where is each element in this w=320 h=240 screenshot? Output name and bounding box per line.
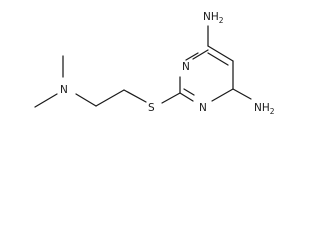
amine-group-top: NH2 bbox=[203, 11, 224, 25]
bond-c2-n1-double bbox=[183, 88, 195, 96]
bond-ch2-n bbox=[75, 93, 97, 107]
bond-c2-s bbox=[161, 92, 181, 104]
amine-bottom-h: H bbox=[262, 102, 270, 114]
ring-nitrogen-lower: N bbox=[199, 102, 207, 114]
amine-group-bottom: NH2 bbox=[254, 102, 275, 116]
bond-c5-c4-double bbox=[207, 52, 229, 66]
bond-c4-n3 bbox=[192, 49, 209, 60]
bond-n-methyl-left bbox=[34, 93, 58, 108]
bond-s-ch2 bbox=[123, 89, 147, 103]
bond-n3-c4-double bbox=[185, 52, 199, 61]
amine-bottom-n: N bbox=[254, 102, 262, 114]
bond-n1-c6 bbox=[211, 88, 234, 102]
ring-nitrogen-upper: N bbox=[182, 61, 190, 73]
amine-bottom-count: 2 bbox=[270, 107, 275, 116]
molecule-structure: N N NH2 NH2 S N bbox=[34, 11, 275, 116]
pyrimidine-ring bbox=[179, 45, 234, 102]
sulfur-atom: S bbox=[148, 102, 155, 114]
dimethyl-nitrogen: N bbox=[60, 84, 68, 96]
bond-ch2-ch2 bbox=[95, 89, 125, 107]
bond-c6-nh2-bottom bbox=[232, 88, 252, 100]
amine-top-n: N bbox=[203, 11, 211, 23]
amine-top-count: 2 bbox=[219, 16, 224, 25]
amine-top-h: H bbox=[211, 11, 219, 23]
bond-c2-n1 bbox=[179, 92, 194, 102]
bond-c5-c4 bbox=[207, 45, 234, 62]
